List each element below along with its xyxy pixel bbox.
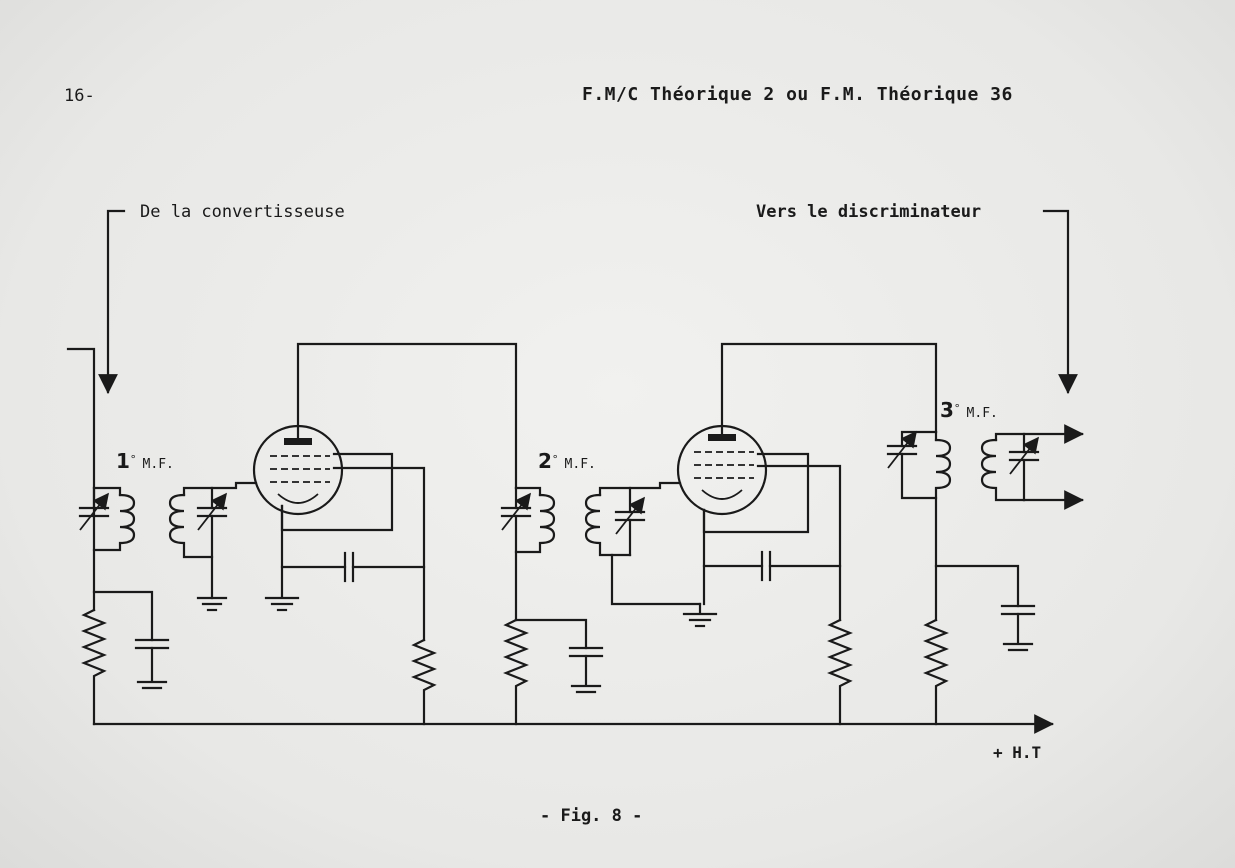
vacuum-tube-2 xyxy=(678,426,766,514)
secondary-coil-3 xyxy=(982,440,996,488)
tuning-capacitor-1b xyxy=(198,492,226,598)
output-arrow xyxy=(1044,211,1078,394)
input-label: De la convertisseuse xyxy=(140,202,345,222)
decoupling-capacitor-3 xyxy=(1002,606,1034,650)
figure-caption: - Fig. 8 - xyxy=(540,806,643,826)
plate-lead-1 xyxy=(298,344,516,488)
resistor-plate-1 xyxy=(506,620,526,724)
primary-coil-1 xyxy=(120,495,134,543)
vacuum-tube-1 xyxy=(254,426,342,514)
input-arrow xyxy=(98,211,124,394)
page-number: 16- xyxy=(64,86,95,106)
output-label: Vers le discriminateur xyxy=(756,202,982,222)
secondary-coil-1 xyxy=(170,495,184,543)
stage-label-2: 2°M.F. xyxy=(538,449,596,473)
tuning-capacitor-2a xyxy=(502,492,530,620)
decoupling-capacitor-2 xyxy=(570,648,602,692)
resistor-input-1 xyxy=(84,610,104,724)
tuning-capacitor-3a xyxy=(888,430,936,498)
stage-label-1: 1°M.F. xyxy=(116,449,174,473)
tuning-capacitor-1a xyxy=(80,488,108,530)
resistor-screen-2 xyxy=(830,620,850,724)
page-header: F.M/C Théorique 2 ou F.M. Théorique 36 xyxy=(582,84,1013,105)
primary-coil-3 xyxy=(936,440,950,488)
resistor-screen-1 xyxy=(414,640,434,724)
tuning-capacitor-2b xyxy=(612,496,644,555)
plate-lead-2 xyxy=(722,344,936,434)
tuning-capacitor-3b xyxy=(1010,436,1038,500)
secondary-coil-2 xyxy=(586,495,600,543)
input-lead xyxy=(68,349,94,610)
bypass-capacitor-2 xyxy=(762,552,770,580)
bypass-capacitor-1 xyxy=(345,553,353,581)
primary-coil-2 xyxy=(540,495,554,543)
decoupling-capacitor-1 xyxy=(136,640,168,688)
stage-label-3: 3°M.F. xyxy=(940,398,998,422)
ground-tube-2 xyxy=(684,614,716,626)
supply-label: + H.T xyxy=(993,743,1042,762)
resistor-plate-2 xyxy=(926,620,946,724)
ground-tube-1 xyxy=(266,598,298,610)
ground-1b xyxy=(198,598,226,610)
